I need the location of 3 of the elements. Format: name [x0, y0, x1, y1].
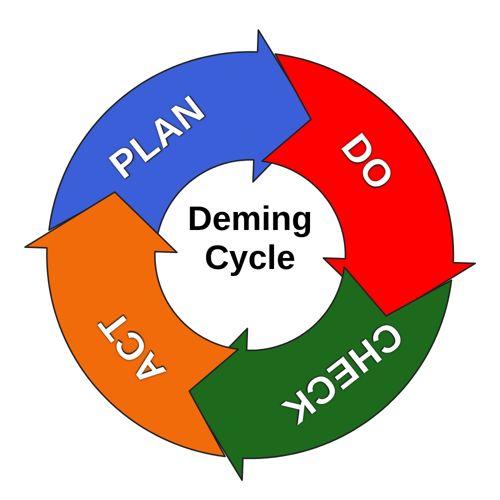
stage-label: DO — [332, 126, 402, 200]
stage-label: ACT — [90, 302, 174, 392]
title: Deming Cycle — [186, 200, 314, 278]
